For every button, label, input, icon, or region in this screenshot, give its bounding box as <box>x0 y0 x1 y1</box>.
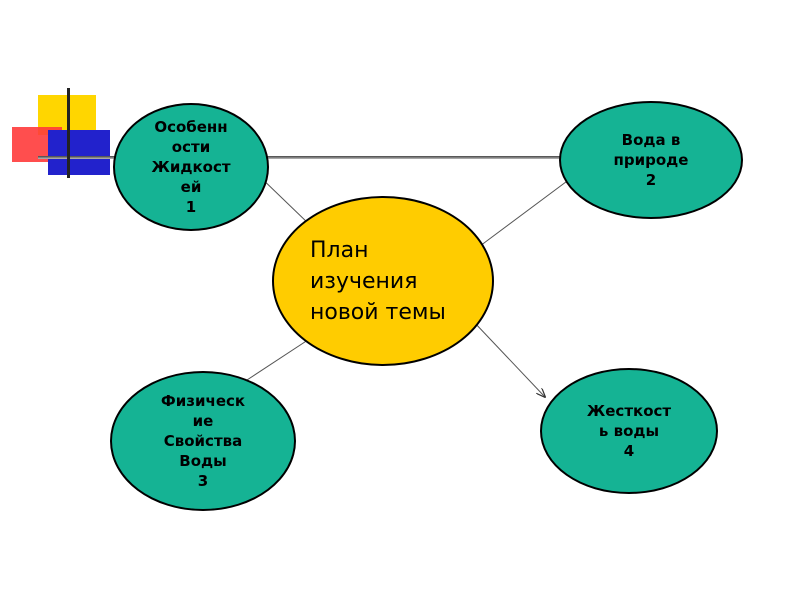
center-node-label: План изучения новой темы <box>310 237 446 325</box>
topic-node-1-label: Особенн ости Жидкост ей 1 <box>151 118 231 216</box>
topic-node-2: Вода в природе 2 <box>559 101 743 219</box>
decorative-blue-square <box>48 130 110 175</box>
arrow-to-node-4 <box>472 320 545 397</box>
topic-node-3-label: Физическ ие Свойства Воды 3 <box>160 392 246 490</box>
center-node: План изучения новой темы <box>272 196 494 366</box>
topic-node-1: Особенн ости Жидкост ей 1 <box>113 103 269 231</box>
topic-node-2-label: Вода в природе 2 <box>613 131 689 189</box>
topic-node-4: Жесткост ь воды 4 <box>540 368 718 494</box>
decorative-horizontal-line <box>38 156 598 159</box>
decorative-vertical-line <box>67 88 70 178</box>
topic-node-3: Физическ ие Свойства Воды 3 <box>110 371 296 511</box>
topic-node-4-label: Жесткост ь воды 4 <box>586 402 672 460</box>
